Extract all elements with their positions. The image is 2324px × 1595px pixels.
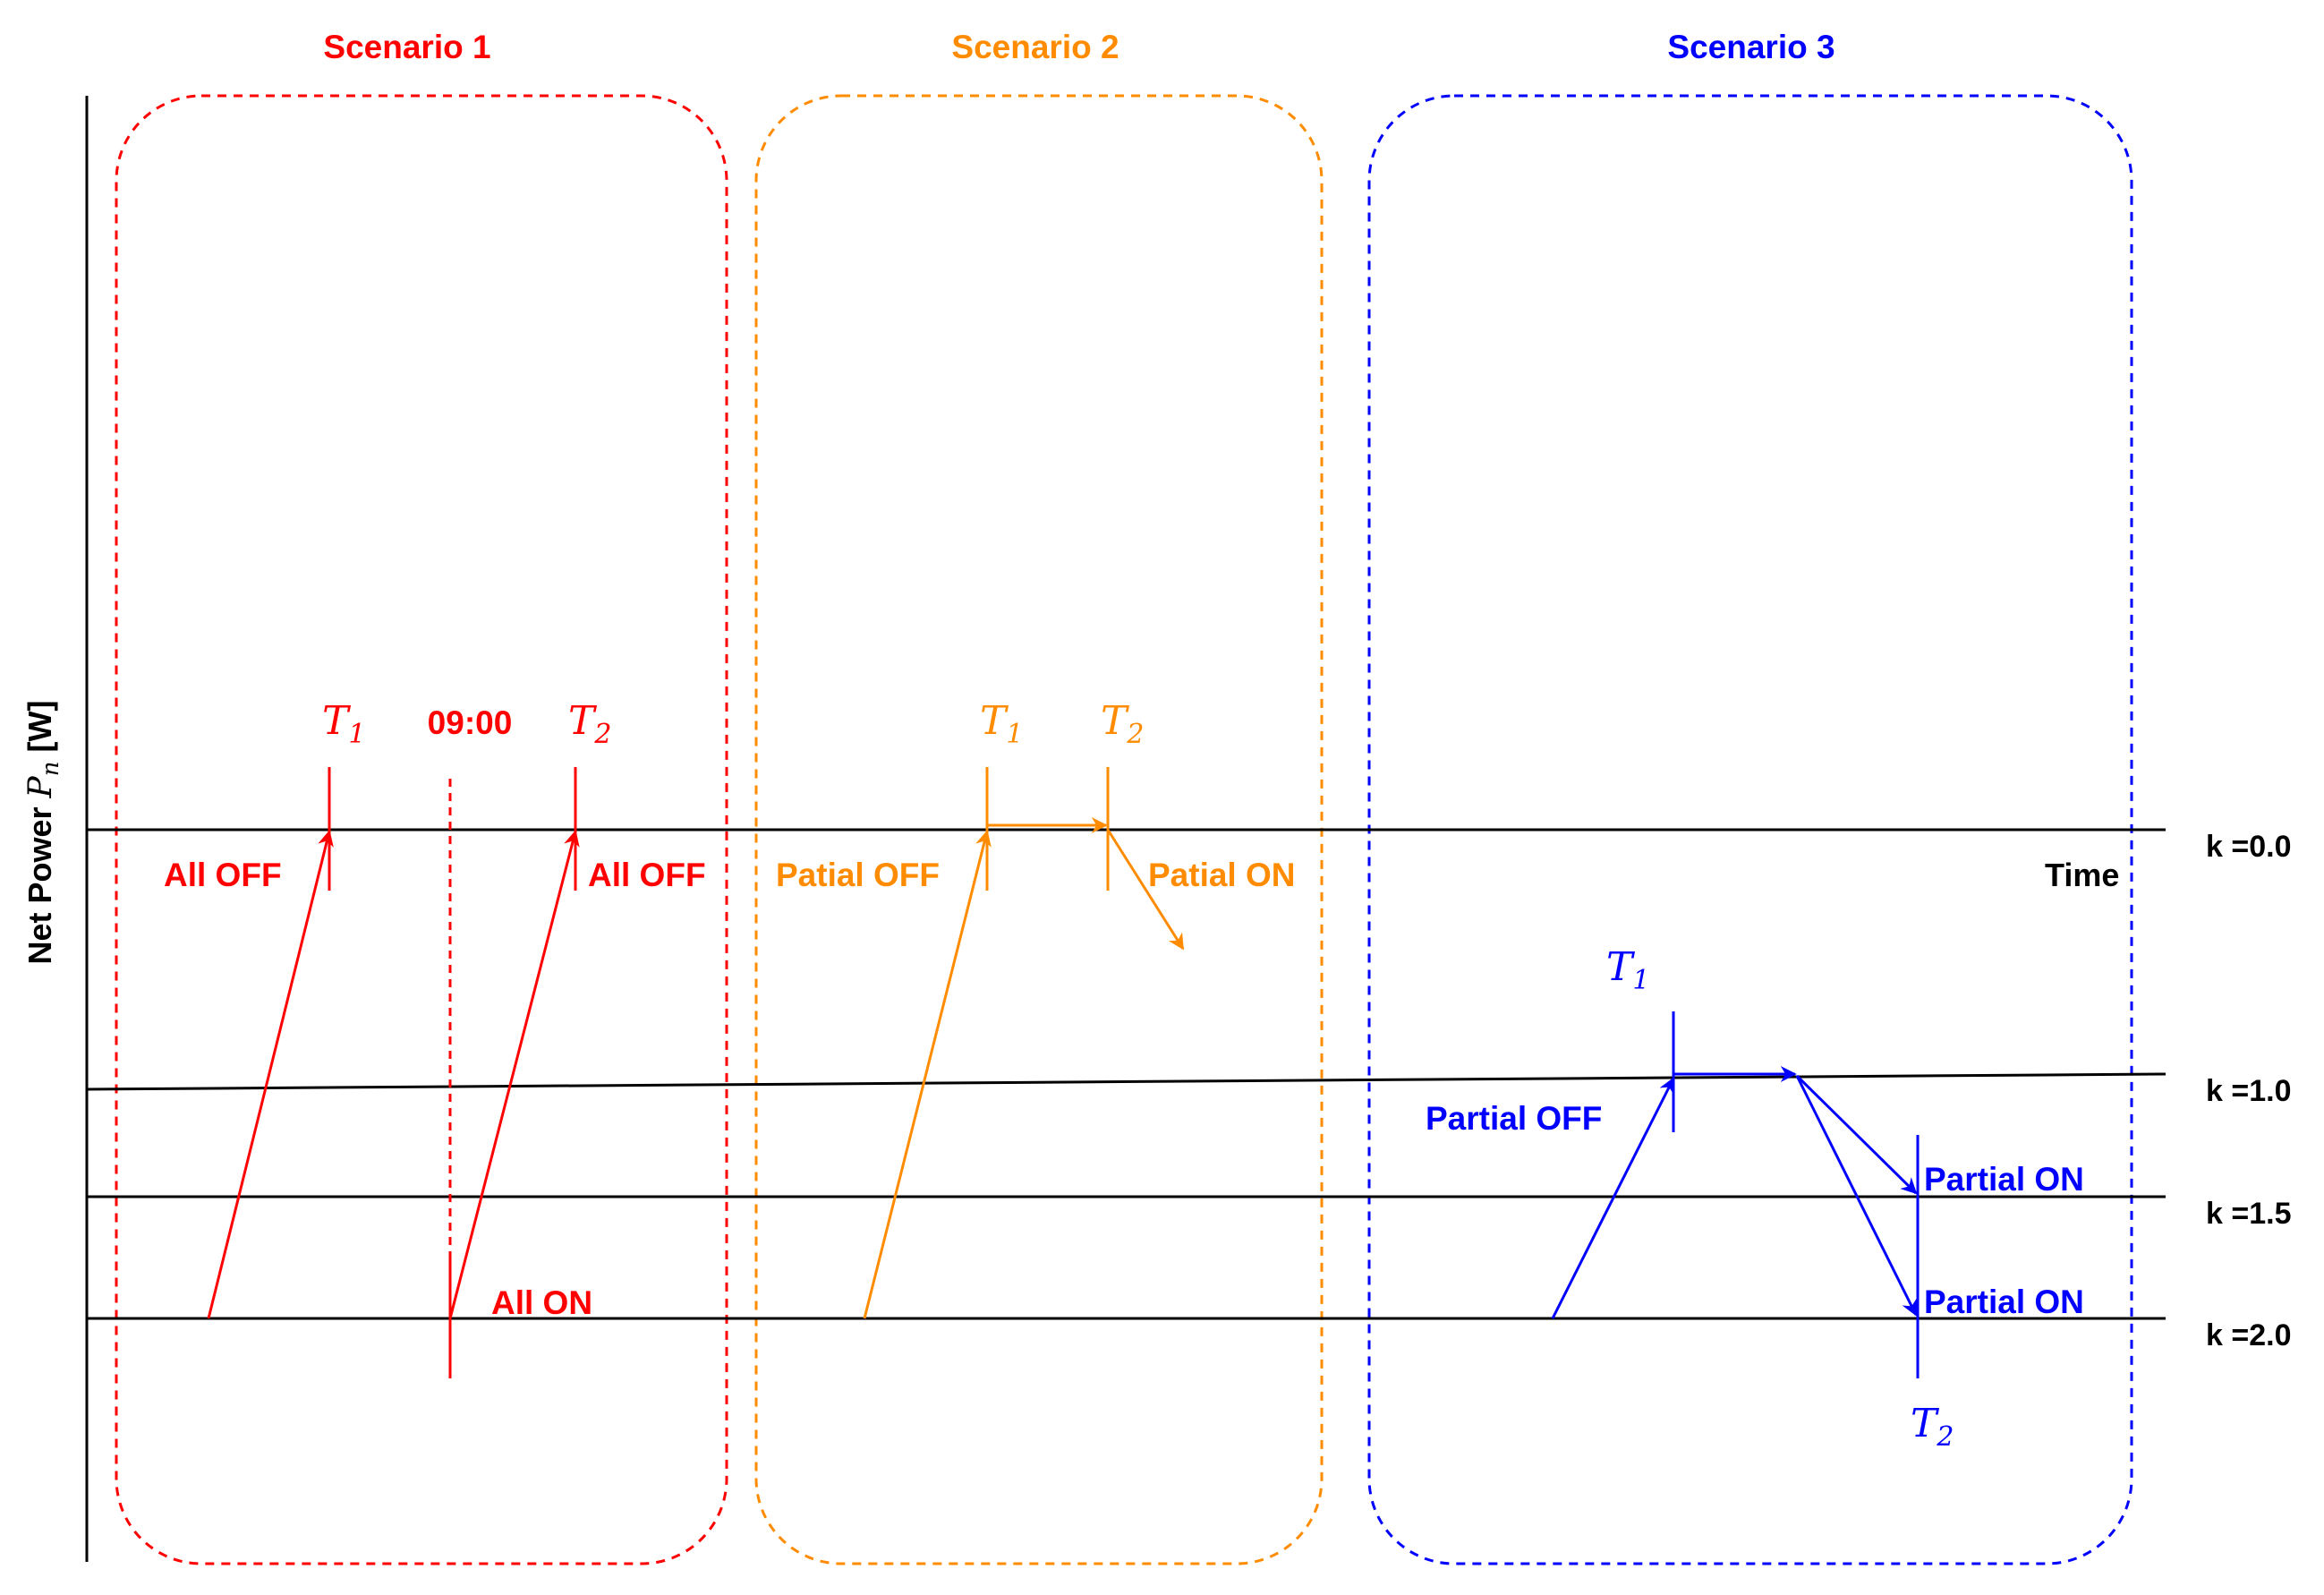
scenario3-partial-on-upper: Partial ON (1924, 1161, 2084, 1198)
scenario3-arrow-down-upper (1795, 1074, 1918, 1195)
scenario2-arrow-up (863, 830, 992, 1319)
scenario2-title: Scenario 2 (951, 29, 1119, 65)
scenario3-arrow-down-lower (1795, 1075, 1918, 1317)
scenario3-t1-label: T1 (1606, 944, 1649, 996)
scenario3-partial-on-lower: Partial ON (1924, 1284, 2084, 1320)
scenario3-title: Scenario 3 (1667, 29, 1835, 65)
scenario1-all-off-left: All OFF (164, 857, 282, 893)
k-level-label-1: k =1.0 (2206, 1074, 2291, 1108)
scenario1-title: Scenario 1 (323, 29, 490, 65)
scenario1-t1-label: T1 (322, 698, 365, 750)
scenario2-partial-off: Patial OFF (776, 857, 940, 893)
scenario2-partial-on: Patial ON (1148, 857, 1296, 893)
scenario2-group: T1 T2 Patial OFF Patial ON (776, 698, 1296, 1319)
scenario1-all-on: All ON (491, 1284, 592, 1321)
scenario1-all-off-right: All OFF (588, 857, 706, 893)
scenario1-time-label: 09:00 (428, 704, 513, 741)
x-axis-label: Time (2045, 857, 2119, 893)
scenario3-t2-label: T2 (1911, 1401, 1954, 1453)
k-level-label-0: k =0.0 (2206, 830, 2291, 864)
scenario1-group: T1 T2 09:00 All OFF All OFF All ON (164, 698, 706, 1378)
k-level-label-15: k =1.5 (2206, 1197, 2291, 1231)
scenario1-arrow-left (207, 830, 334, 1319)
y-axis-label: Net Power Pn [W] (21, 701, 64, 965)
scenario2-t1-label: T1 (980, 698, 1023, 750)
scenario1-arrow-right (448, 830, 580, 1319)
scenario2-arrow-down (1106, 829, 1185, 951)
scenario3-partial-off: Partial OFF (1426, 1100, 1602, 1137)
scenario2-t2-label: T2 (1101, 698, 1144, 750)
level-line-k1 (86, 1072, 2167, 1091)
scenario3-arrow-up (1551, 1077, 1675, 1319)
k-level-label-2: k =2.0 (2206, 1318, 2291, 1352)
scenario3-group: T1 T2 Partial OFF Partial ON Partial ON (1426, 944, 2084, 1453)
scenario1-t2-label: T2 (568, 698, 611, 750)
